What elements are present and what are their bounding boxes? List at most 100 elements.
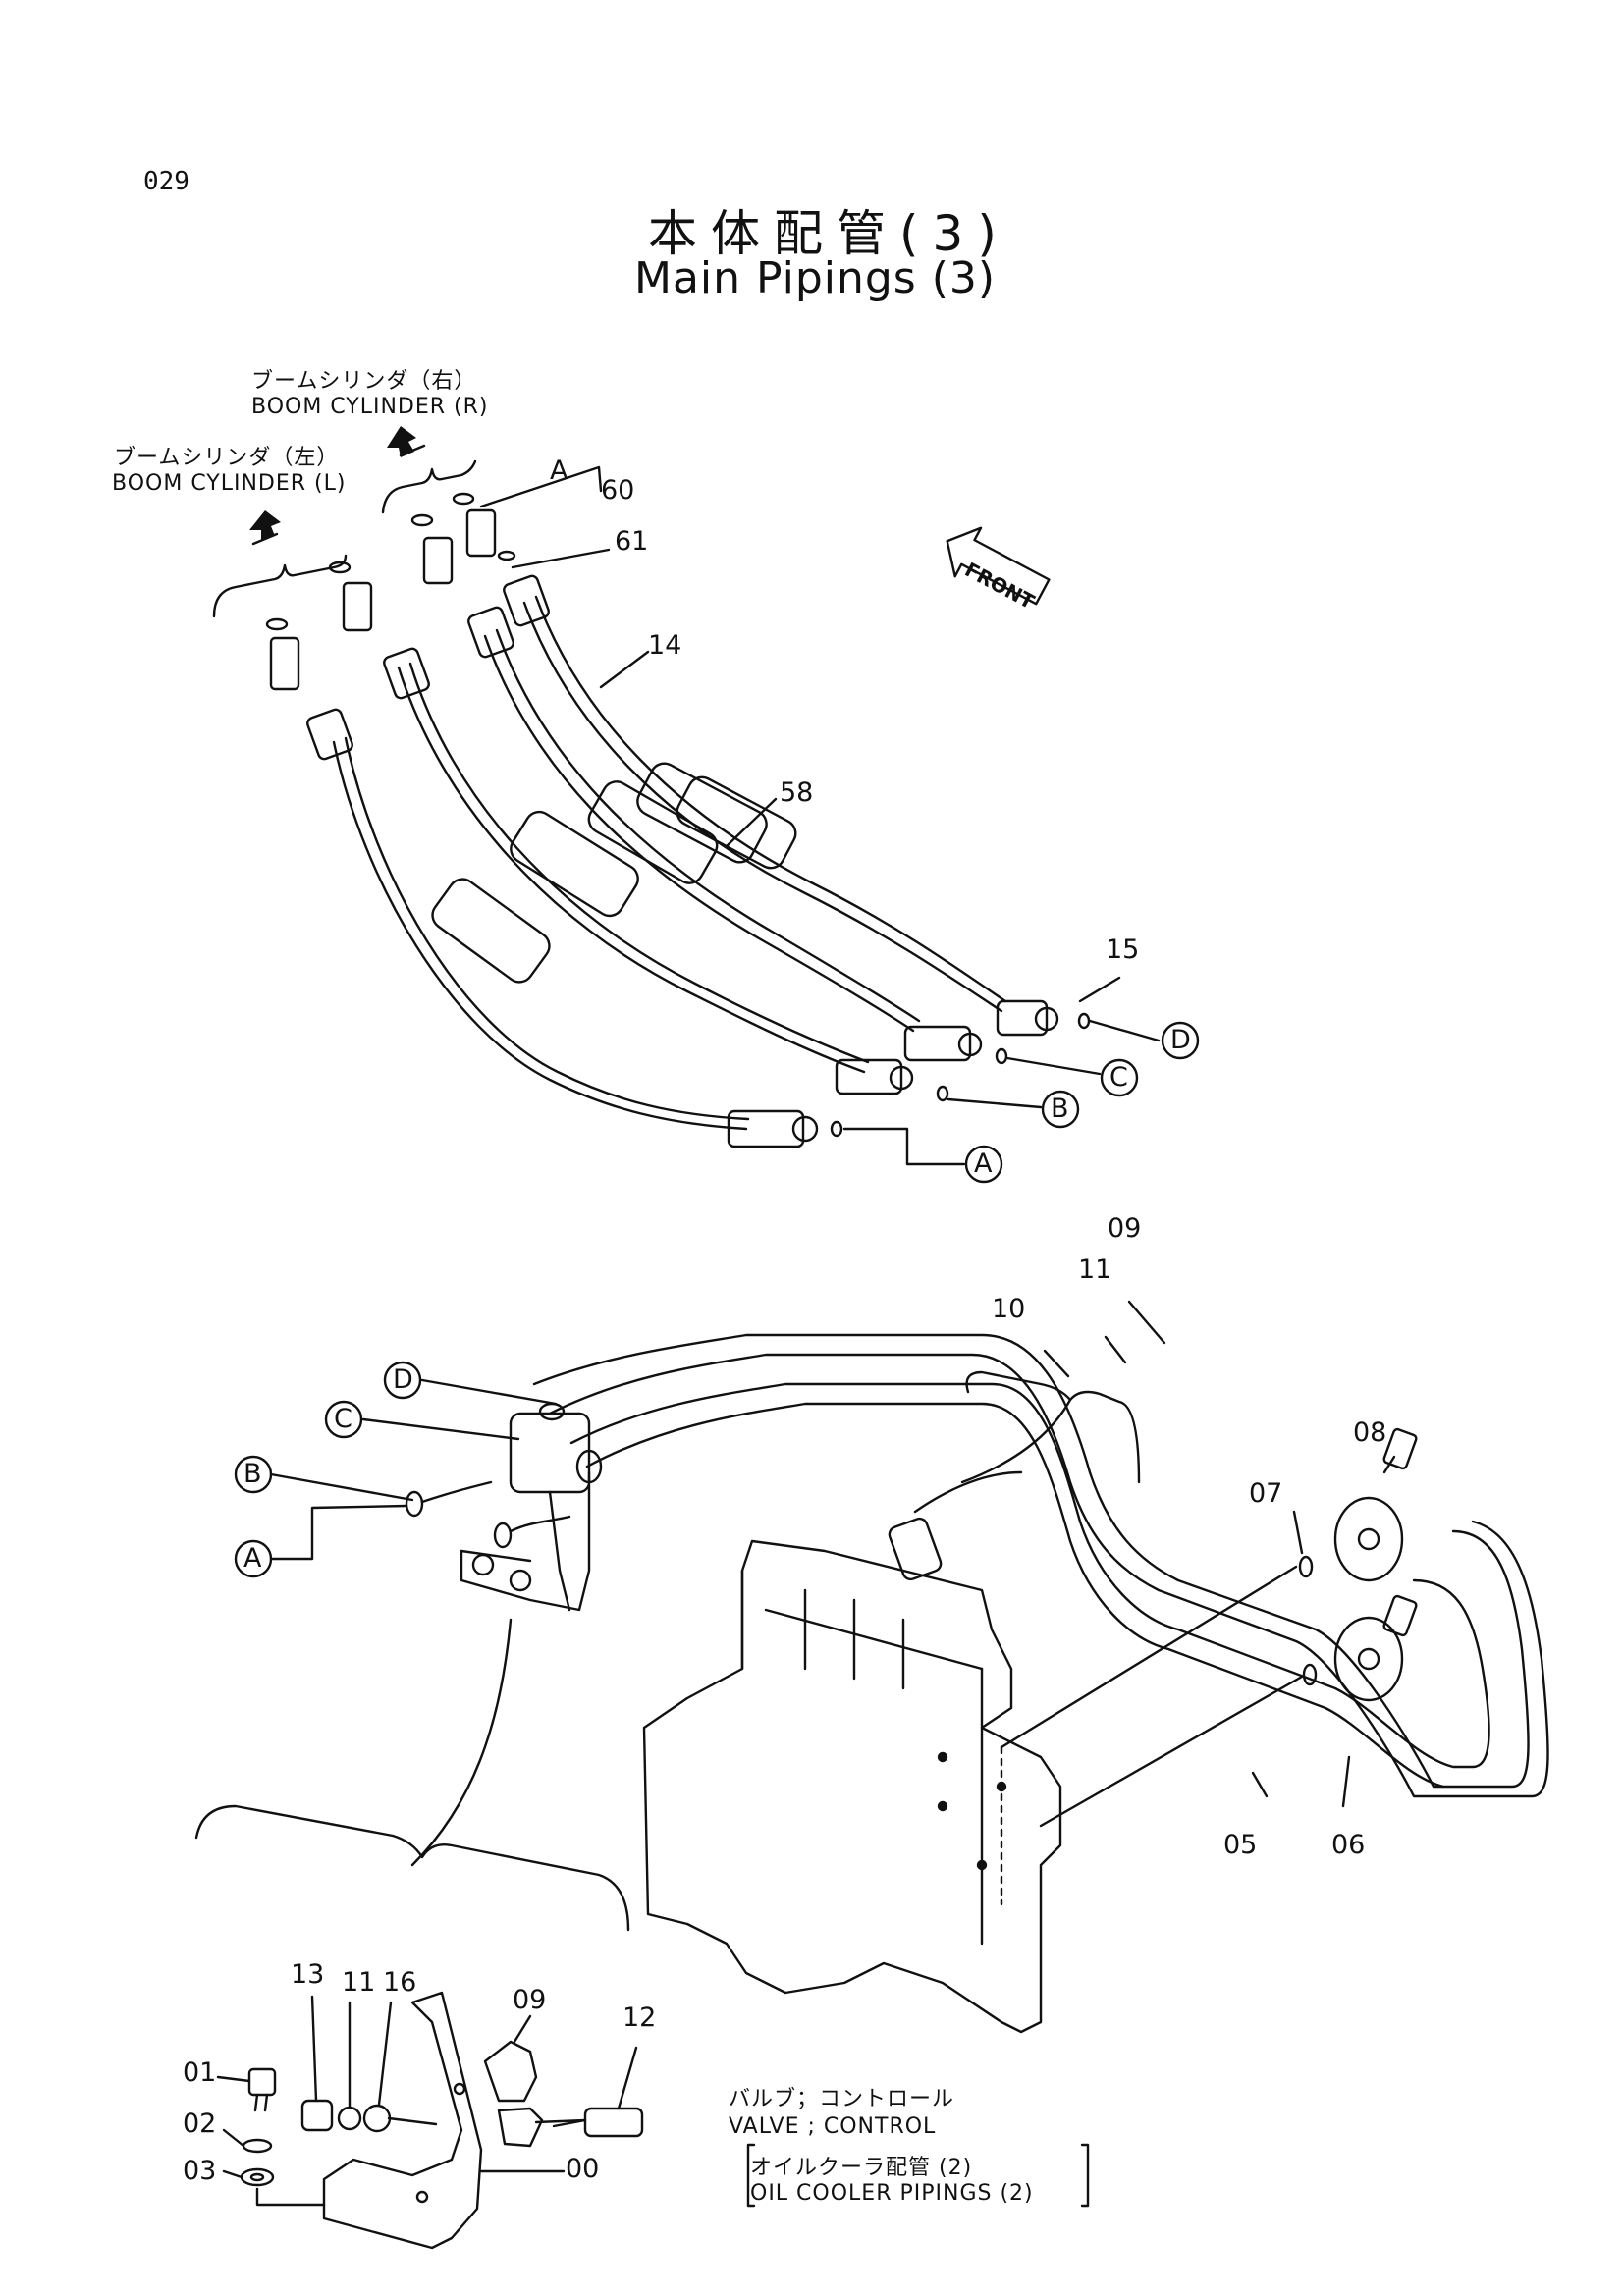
bolt-01-leader: [255, 2187, 326, 2207]
leader-02: [222, 2128, 245, 2148]
part-10-label: 10: [992, 1294, 1026, 1324]
valve-leader-07-upper: [1000, 1565, 1298, 1749]
bracket-left: [746, 2143, 756, 2208]
connector-a-ref-letter: A: [550, 455, 568, 486]
connector-c-upper: [1100, 1058, 1139, 1097]
connector-b-lower-letter: B: [243, 1459, 262, 1489]
leader-05: [1251, 1771, 1269, 1798]
hose-d: [522, 601, 1003, 1013]
part-11-top-label: 11: [1078, 1255, 1112, 1285]
hose-sleeves: [431, 762, 797, 984]
front-arrow: [946, 526, 1051, 606]
hose-b: [397, 666, 866, 1074]
boom-l-arrow-head: [249, 510, 281, 540]
part-13-label: 13: [291, 1959, 325, 1990]
boom-r-group-brace: [381, 459, 477, 514]
o-ring-07-upper: [1298, 1555, 1314, 1578]
connector-a-upper: [964, 1145, 1003, 1184]
bolt-12: [552, 2107, 644, 2138]
connector-a-upper-letter: A: [974, 1148, 993, 1179]
lower-fittings: [727, 999, 1091, 1148]
part-08-label: 08: [1353, 1417, 1387, 1448]
o-ring-07-lower: [1302, 1663, 1318, 1686]
leader-d-lower: [420, 1378, 558, 1406]
leader-01: [216, 2075, 251, 2083]
valve-detail-leader: [410, 1618, 513, 1867]
boom-cylinder-right-label-en: BOOM CYLINDER (R): [251, 395, 489, 419]
connector-d-upper-letter: D: [1170, 1025, 1191, 1055]
page-number: 029: [143, 167, 189, 196]
part-60-label: 60: [601, 475, 635, 506]
leader-d-upper: [1088, 1019, 1161, 1042]
leader-09-top: [1127, 1300, 1166, 1345]
leader-06: [1341, 1755, 1351, 1808]
pipe-05-edge: [548, 1353, 1549, 1798]
detail-brace-top: [965, 1370, 1141, 1484]
connector-b-lower: [234, 1455, 273, 1494]
connector-d-lower: [383, 1361, 422, 1400]
hose-b-edge: [408, 662, 870, 1064]
valve-control-label-jp: バルブ；コントロール: [729, 2087, 955, 2111]
connector-block: [405, 1402, 603, 1612]
connector-d-lower-letter: D: [393, 1364, 413, 1395]
leader-c-upper: [1005, 1056, 1102, 1076]
upper-fittings: [265, 492, 550, 761]
bolt-12-shaft: [534, 2118, 587, 2124]
connector-b-upper: [1041, 1090, 1080, 1129]
bracket-right: [1080, 2143, 1090, 2208]
hose-c: [483, 634, 915, 1033]
part-11-bottom-label: 11: [342, 1967, 376, 1998]
leader-61: [511, 548, 611, 569]
flange-lower: [1333, 1594, 1418, 1702]
part-09-top-label: 09: [1108, 1213, 1142, 1244]
title-japanese: 本体配管(3): [648, 205, 1010, 262]
leader-03: [222, 2169, 243, 2179]
leader-b-upper: [947, 1097, 1043, 1109]
boom-l-group-brace: [212, 554, 348, 618]
leader-08: [1382, 1455, 1396, 1474]
connector-a-lower: [234, 1539, 273, 1578]
oil-cooler-pipings-label-jp: オイルクーラ配管 (2): [750, 2156, 973, 2180]
control-valve: [642, 1539, 1062, 2034]
pipe-06-edge: [585, 1402, 1445, 1789]
part-15-label: 14: [648, 630, 682, 661]
part-16-label: 15: [1106, 934, 1140, 965]
boom-cylinder-left-label-jp: ブームシリンダ（左）: [114, 446, 340, 470]
leader-16: [1078, 976, 1121, 1003]
connector-a-lower-letter: A: [243, 1543, 262, 1574]
part-12-label: 12: [622, 2002, 657, 2033]
leader-15: [599, 650, 650, 689]
connector-c-lower: [324, 1400, 363, 1439]
leader-a-lower: [269, 1504, 408, 1561]
leader-58: [725, 797, 778, 848]
clamp-leader: [913, 1470, 1023, 1514]
leader-12: [617, 2046, 638, 2110]
part-14-label: 16: [383, 1967, 417, 1998]
pipe-clamp: [888, 1517, 943, 1581]
leader-c-lower: [361, 1417, 520, 1441]
leader-10: [1043, 1349, 1070, 1378]
boom-r-arrow-head: [387, 426, 416, 457]
leader-11-top: [1104, 1335, 1127, 1364]
part-06-label: 06: [1331, 1830, 1366, 1860]
part-03-label: 03: [183, 2156, 217, 2186]
leader-07: [1292, 1510, 1304, 1555]
leader-a-upper: [842, 1127, 966, 1166]
hose-a: [332, 740, 748, 1131]
connector-c-lower-letter: C: [334, 1404, 352, 1434]
washer-shaft: [387, 2116, 438, 2126]
part-07-label: 07: [1249, 1478, 1283, 1509]
part-02-label: 02: [183, 2109, 217, 2139]
clamp-09-lower: [483, 2040, 544, 2148]
part-05-label: 05: [1223, 1830, 1258, 1860]
part-09-bottom-label: 09: [513, 1985, 547, 2015]
detail-leader-top: [960, 1398, 1072, 1484]
part-61-label: 61: [615, 526, 649, 557]
connector-c-upper-letter: C: [1109, 1062, 1128, 1093]
oil-cooler-pipings-label-en: OIL COOLER PIPINGS (2): [750, 2181, 1034, 2206]
bolt-01: [240, 2067, 277, 2187]
boom-cylinder-right-label-jp: ブームシリンダ（右）: [251, 369, 477, 394]
valve-control-label-en: VALVE ; CONTROL: [729, 2114, 937, 2139]
